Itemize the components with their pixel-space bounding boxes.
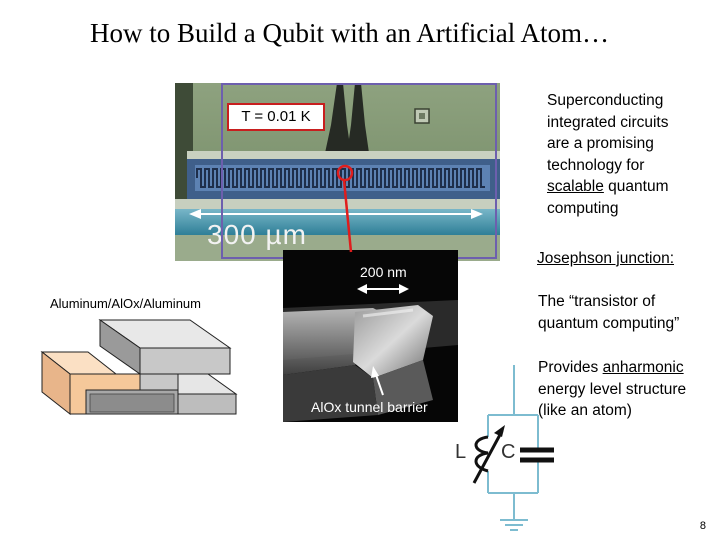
- text-line: integrated circuits: [547, 113, 669, 131]
- lc-circuit-schematic: [472, 365, 554, 531]
- anharmonic-word: anharmonic: [602, 359, 684, 376]
- text-line: energy level structure: [538, 380, 687, 398]
- inductor-coil: [474, 435, 489, 473]
- text-line: are a promising: [547, 135, 654, 152]
- text-line: computing: [547, 199, 619, 217]
- sem-barrier-label: AlOx tunnel barrier: [311, 399, 428, 415]
- text-line: Provides anharmonic: [538, 357, 686, 379]
- inductor-label: L: [455, 441, 467, 463]
- junction-3d-illustration: [40, 319, 238, 416]
- sem-image: 200 nm AlOx tunnel barrier: [283, 250, 458, 422]
- text-line: technology for: [547, 156, 645, 174]
- sem-drawing: [283, 250, 458, 422]
- paragraph-transistor: The “transistor of quantum computing”: [538, 291, 679, 334]
- josephson-heading: Josephson junction:: [537, 250, 675, 267]
- scalable-word: scalable: [547, 178, 604, 195]
- text-line: scalable quantum: [547, 176, 669, 198]
- capacitor-label: C: [501, 441, 516, 463]
- micrograph-scale-label: 300 µm: [207, 219, 307, 250]
- text-line: The “transistor of: [538, 293, 656, 310]
- text-fragment: Provides: [538, 359, 603, 376]
- micrograph-image: 300 µm: [175, 83, 500, 261]
- junction-label: Aluminum/AlOx/Aluminum: [50, 296, 201, 311]
- text-line: (like an atom): [538, 402, 632, 419]
- slide-title: How to Build a Qubit with an Artificial …: [90, 18, 609, 48]
- temperature-label: T = 0.01 K: [227, 103, 325, 131]
- text-line: Superconducting: [547, 92, 664, 109]
- sem-scale-label: 200 nm: [360, 264, 407, 280]
- paragraph-anharmonic: Provides anharmonic energy level structu…: [538, 357, 686, 422]
- connector-line: [342, 179, 353, 253]
- page-number: 8: [699, 520, 706, 532]
- text-line: quantum computing”: [538, 314, 680, 332]
- paragraph-superconducting: Superconducting integrated circuits are …: [547, 90, 669, 219]
- text-fragment: quantum: [603, 178, 669, 195]
